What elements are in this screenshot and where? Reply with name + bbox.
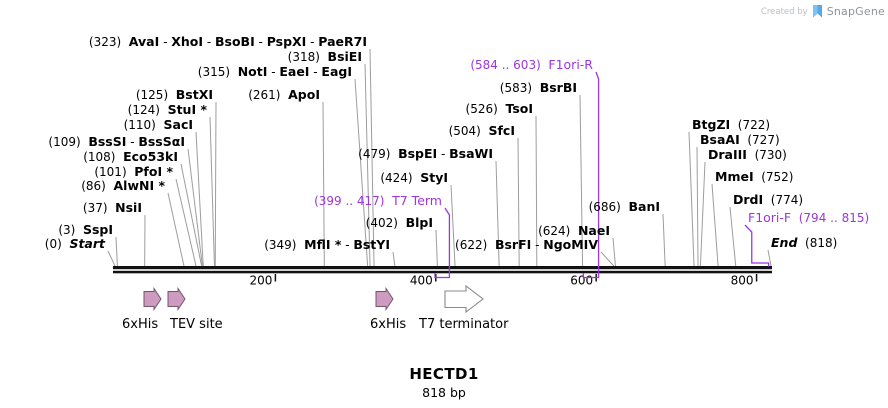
site-label-TsoI[interactable]: (526) TsoI bbox=[466, 101, 533, 116]
site-label-MmeI[interactable]: MmeI (752) bbox=[715, 169, 794, 184]
feature-label-TEVsite-1: TEV site bbox=[169, 317, 223, 332]
site-label-MflI[interactable]: (349) MflI * - BstYI bbox=[264, 237, 390, 252]
site-connector-BtgZI bbox=[688, 131, 695, 267]
site-connector-NotI bbox=[354, 78, 369, 267]
site-connector-ApoI bbox=[322, 101, 325, 267]
snapgene-credit: Created by SnapGene bbox=[761, 4, 885, 19]
feature-label-6xHis-2: 6xHis bbox=[370, 317, 406, 332]
feature-arrow-TEVsite-1[interactable] bbox=[167, 286, 186, 312]
feature-label-6xHis-0: 6xHis bbox=[122, 317, 158, 332]
ruler-bar-bottom bbox=[113, 270, 772, 274]
site-connector-MmeI bbox=[711, 183, 719, 267]
site-connector-DrdI bbox=[729, 206, 737, 267]
site-connector-Eco53kI bbox=[180, 163, 203, 267]
site-connector-End bbox=[767, 249, 772, 267]
site-label-Eco53kI[interactable]: (108) Eco53kI bbox=[83, 149, 178, 164]
snapgene-logo-icon bbox=[812, 5, 822, 18]
site-connector-DraIII bbox=[699, 161, 706, 267]
site-label-DrdI[interactable]: DrdI (774) bbox=[733, 192, 803, 207]
site-connector-BssSI bbox=[187, 148, 203, 267]
sequence-name: HECTD1 bbox=[409, 365, 479, 383]
site-connector-StuI bbox=[209, 116, 215, 267]
site-connector-BlpI bbox=[435, 229, 438, 267]
site-label-AlwNI[interactable]: (86) AlwNI * bbox=[81, 178, 165, 193]
site-connector-Start bbox=[107, 250, 116, 267]
primer-bracket-F1oriR bbox=[582, 71, 600, 279]
site-label-NaeI[interactable]: (624) NaeI bbox=[538, 223, 610, 238]
site-connector-BspEI bbox=[495, 160, 500, 267]
site-connector-SfcI bbox=[517, 137, 520, 267]
site-connector-MflI bbox=[392, 251, 396, 267]
site-connector-BanI bbox=[662, 213, 666, 267]
feature-label-T7terminator-3: T7 terminator bbox=[418, 317, 509, 332]
site-label-StuI[interactable]: (124) StuI * bbox=[128, 102, 208, 117]
ruler-tick-label-600: 600 bbox=[570, 274, 593, 288]
site-label-NotI[interactable]: (315) NotI - EaeI - EagI bbox=[198, 64, 352, 79]
site-label-PfoI[interactable]: (101) PfoI * bbox=[94, 164, 173, 179]
site-connector-PfoI bbox=[175, 178, 197, 267]
primer-label-F1oriR[interactable]: (584 .. 603) F1ori-R bbox=[470, 57, 593, 72]
site-connector-SacI bbox=[195, 131, 204, 267]
site-label-BlpI[interactable]: (402) BlpI bbox=[366, 215, 433, 230]
sequence-title-block: HECTD1 818 bp bbox=[0, 365, 888, 400]
site-label-NsiI[interactable]: (37) NsiI bbox=[83, 200, 142, 215]
site-label-BspEI[interactable]: (479) BspEI - BsaWI bbox=[358, 146, 493, 161]
feature-arrow-6xHis-2[interactable] bbox=[375, 286, 394, 312]
ruler-bar-top bbox=[113, 266, 772, 270]
site-connector-NaeI bbox=[612, 237, 616, 267]
site-connector-BsrFI bbox=[600, 251, 615, 267]
site-connector-BsiEI bbox=[364, 63, 371, 267]
site-label-BstXI[interactable]: (125) BstXI bbox=[136, 87, 213, 102]
terminal-label-Start: (0) Start bbox=[45, 236, 106, 251]
primer-label-F1oriF[interactable]: F1ori-F (794 .. 815) bbox=[748, 210, 869, 225]
site-label-AvaI[interactable]: (323) AvaI - XhoI - BsoBI - PspXI - PaeR… bbox=[89, 34, 367, 49]
site-label-BsrFI[interactable]: (622) BsrFI - NgoMIV bbox=[455, 237, 598, 252]
site-connector-BstXI bbox=[214, 101, 217, 267]
ruler-tick-label-200: 200 bbox=[249, 274, 272, 288]
site-label-SfcI[interactable]: (504) SfcI bbox=[449, 123, 515, 138]
primer-bracket-T7Term bbox=[434, 207, 451, 279]
terminal-label-End: End (818) bbox=[771, 235, 837, 250]
primer-label-T7Term[interactable]: (399 .. 417) T7 Term bbox=[314, 193, 442, 208]
site-connector-SspI bbox=[115, 236, 118, 267]
site-label-BssSI[interactable]: (109) BssSI - BssSαI bbox=[48, 134, 185, 149]
created-by-text: Created by bbox=[760, 6, 808, 17]
site-connector-BsaAI bbox=[696, 146, 699, 267]
feature-arrow-T7terminator-3[interactable] bbox=[444, 284, 484, 314]
site-label-BanI[interactable]: (686) BanI bbox=[589, 199, 660, 214]
site-connector-AlwNI bbox=[167, 192, 185, 267]
feature-arrow-6xHis-0[interactable] bbox=[143, 286, 162, 312]
site-label-ApoI[interactable]: (261) ApoI bbox=[248, 87, 320, 102]
site-label-BsaAI[interactable]: BsaAI (727) bbox=[700, 132, 780, 147]
site-label-DraIII[interactable]: DraIII (730) bbox=[708, 147, 787, 162]
site-label-StyI[interactable]: (424) StyI bbox=[380, 170, 448, 185]
site-label-BsiEI[interactable]: (318) BsiEI bbox=[288, 49, 362, 64]
ruler-tick-label-400: 400 bbox=[410, 274, 433, 288]
site-connector-BsrBI bbox=[579, 94, 584, 267]
site-connector-StyI bbox=[450, 184, 456, 267]
site-label-BsrBI[interactable]: (583) BsrBI bbox=[500, 80, 577, 95]
site-connector-AvaI bbox=[369, 48, 375, 267]
site-label-SspI[interactable]: (3) SspI bbox=[58, 222, 113, 237]
site-label-BtgZI[interactable]: BtgZI (722) bbox=[692, 117, 770, 132]
primer-bracket-F1oriF bbox=[744, 224, 770, 267]
site-label-SacI[interactable]: (110) SacI bbox=[124, 117, 193, 132]
ruler-tick-label-800: 800 bbox=[731, 274, 754, 288]
site-connector-TsoI bbox=[535, 115, 538, 267]
snapgene-brand-text: SnapGene bbox=[826, 5, 885, 18]
sequence-length: 818 bp bbox=[422, 385, 466, 400]
